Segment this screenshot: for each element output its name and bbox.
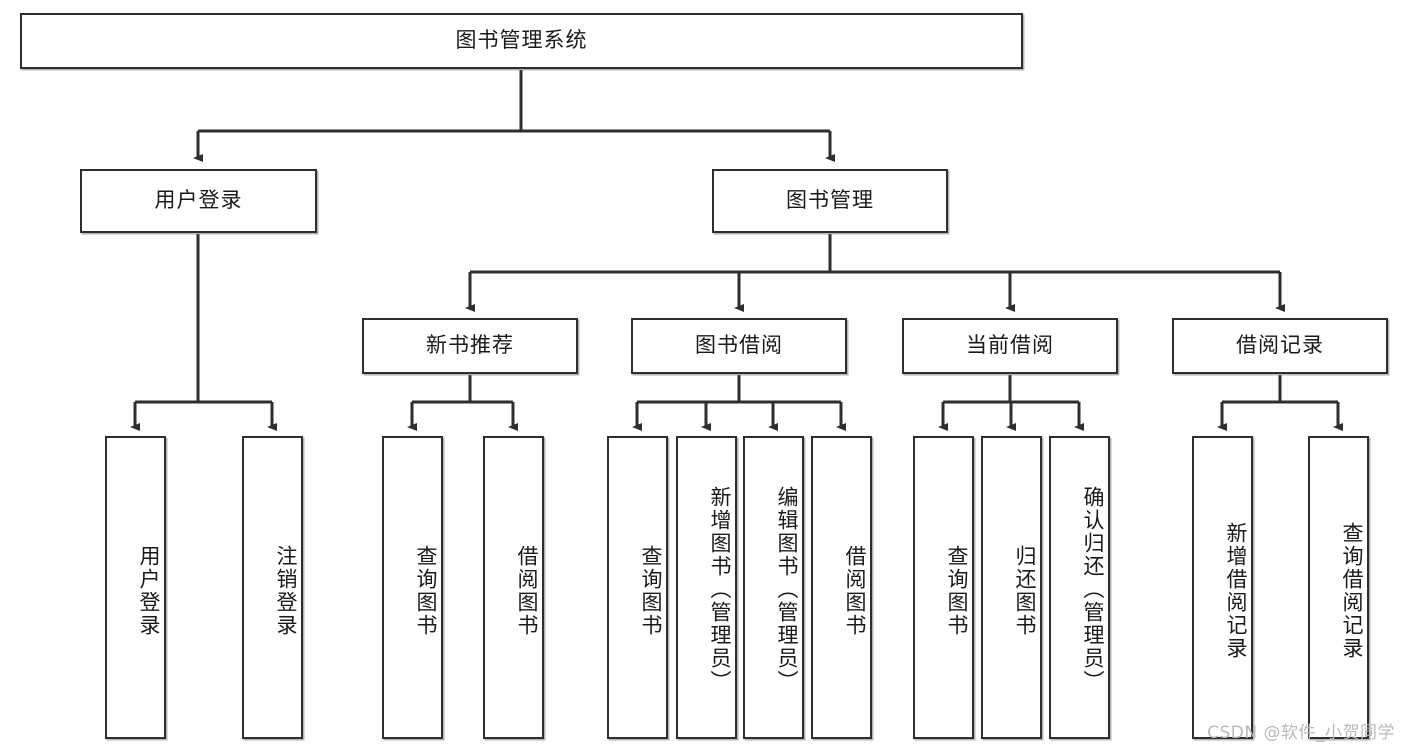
node-book-management[interactable]: 图书管理 [712,169,948,233]
node-leaf-borrow-book-2[interactable]: 借阅图书 [811,436,872,739]
node-leaf-user-login[interactable]: 用户登录 [105,436,166,739]
node-book-borrow[interactable]: 图书借阅 [631,318,847,374]
node-root-label: 图书管理系统 [455,28,588,53]
node-leaf-add-record[interactable]: 新增借阅记录 [1192,436,1253,739]
node-leaf-user-login-label: 用户登录 [137,544,161,637]
node-leaf-confirm-return[interactable]: 确认归还（管理员） [1049,436,1110,739]
node-current-borrow[interactable]: 当前借阅 [902,318,1118,374]
node-leaf-return-book[interactable]: 归还图书 [981,436,1042,739]
node-book-borrow-label: 图书借阅 [695,333,783,358]
node-leaf-logout-login[interactable]: 注销登录 [242,436,303,739]
node-leaf-query-book-1[interactable]: 查询图书 [382,436,443,739]
node-leaf-confirm-return-label: 确认归还（管理员） [1081,485,1105,693]
node-leaf-borrow-book-2-label: 借阅图书 [843,544,867,637]
node-borrow-record[interactable]: 借阅记录 [1172,318,1388,374]
node-leaf-query-book-2-label: 查询图书 [639,544,663,637]
node-leaf-add-book-label: 新增图书（管理员） [708,485,732,693]
node-leaf-edit-book-label: 编辑图书（管理员） [775,485,799,693]
node-new-book-recommend[interactable]: 新书推荐 [362,318,578,374]
node-leaf-borrow-book-1[interactable]: 借阅图书 [483,436,544,739]
node-current-borrow-label: 当前借阅 [966,333,1054,358]
node-leaf-return-book-label: 归还图书 [1013,544,1037,637]
node-book-management-label: 图书管理 [786,188,874,213]
node-leaf-add-book[interactable]: 新增图书（管理员） [676,436,737,739]
node-leaf-query-book-3-label: 查询图书 [945,544,969,637]
node-leaf-borrow-book-1-label: 借阅图书 [515,544,539,637]
node-user-login[interactable]: 用户登录 [80,169,317,233]
node-root[interactable]: 图书管理系统 [20,13,1023,69]
node-borrow-record-label: 借阅记录 [1236,333,1324,358]
node-leaf-query-book-2[interactable]: 查询图书 [607,436,668,739]
node-leaf-edit-book[interactable]: 编辑图书（管理员） [743,436,804,739]
node-leaf-query-book-3[interactable]: 查询图书 [913,436,974,739]
node-user-login-label: 用户登录 [154,188,243,213]
node-new-book-recommend-label: 新书推荐 [426,333,514,358]
node-leaf-query-book-1-label: 查询图书 [414,544,438,637]
node-leaf-query-record[interactable]: 查询借阅记录 [1308,436,1369,739]
node-leaf-add-record-label: 新增借阅记录 [1224,521,1248,660]
node-leaf-query-record-label: 查询借阅记录 [1340,521,1364,660]
node-leaf-logout-login-label: 注销登录 [274,544,298,637]
